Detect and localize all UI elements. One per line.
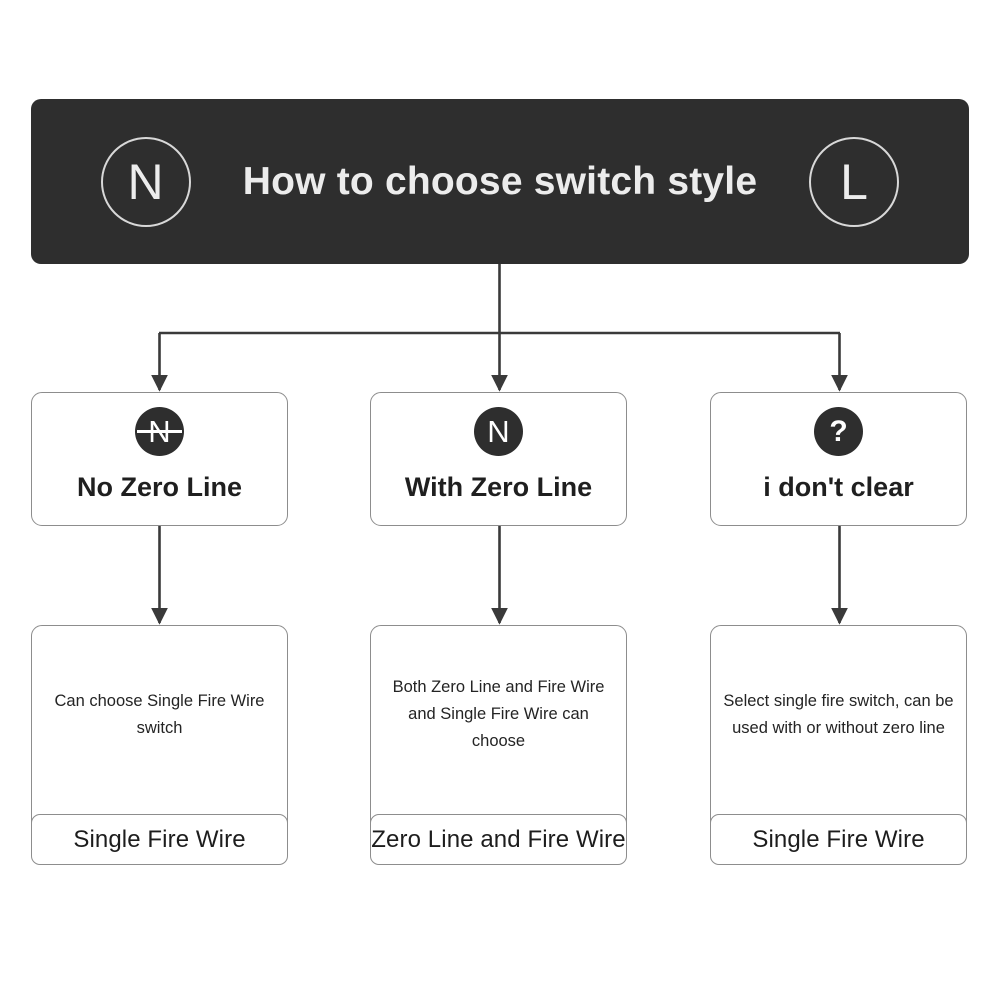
option-card-with-zero-line[interactable]: N With Zero Line [370,392,627,526]
option-label-with-zero-line: With Zero Line [404,472,593,502]
result-footer-label: Single Fire Wire [73,825,246,853]
live-terminal-circle-icon: L [809,136,900,227]
badge-letter: N [487,414,510,449]
header-content: N How to choose switch style L [31,136,969,227]
result-body-not-clear: Select single fire switch, can be used w… [723,691,954,737]
result-footer-with-zero-line: Zero Line and Fire Wire [370,814,627,865]
n-badge-icon: N [474,407,523,456]
result-body-no-zero-line: Can choose Single Fire Wire switch [54,691,265,737]
neutral-terminal-label: N [127,153,165,210]
result-footer-label: Single Fire Wire [752,825,925,853]
option-card-no-zero-line[interactable]: N No Zero Line [31,392,288,526]
live-terminal-label: L [840,153,869,210]
result-body-with-zero-line: Both Zero Line and Fire Wire and Single … [392,678,605,750]
option-label-not-clear: i don't clear [763,472,914,502]
diagram-header-bar: N How to choose switch style L [31,99,969,264]
page-title: How to choose switch style [242,159,758,203]
question-mark-badge-icon: ? [814,407,863,456]
n-crossed-out-icon: N [135,407,184,456]
result-footer-not-clear: Single Fire Wire [710,814,967,865]
neutral-terminal-circle-icon: N [100,136,191,227]
result-footer-label: Zero Line and Fire Wire [371,825,626,853]
badge-letter: ? [829,414,848,448]
option-label-no-zero-line: No Zero Line [76,472,242,502]
result-footer-no-zero-line: Single Fire Wire [31,814,288,865]
option-card-not-clear[interactable]: ? i don't clear [710,392,967,526]
strikethrough-bar [137,430,182,433]
